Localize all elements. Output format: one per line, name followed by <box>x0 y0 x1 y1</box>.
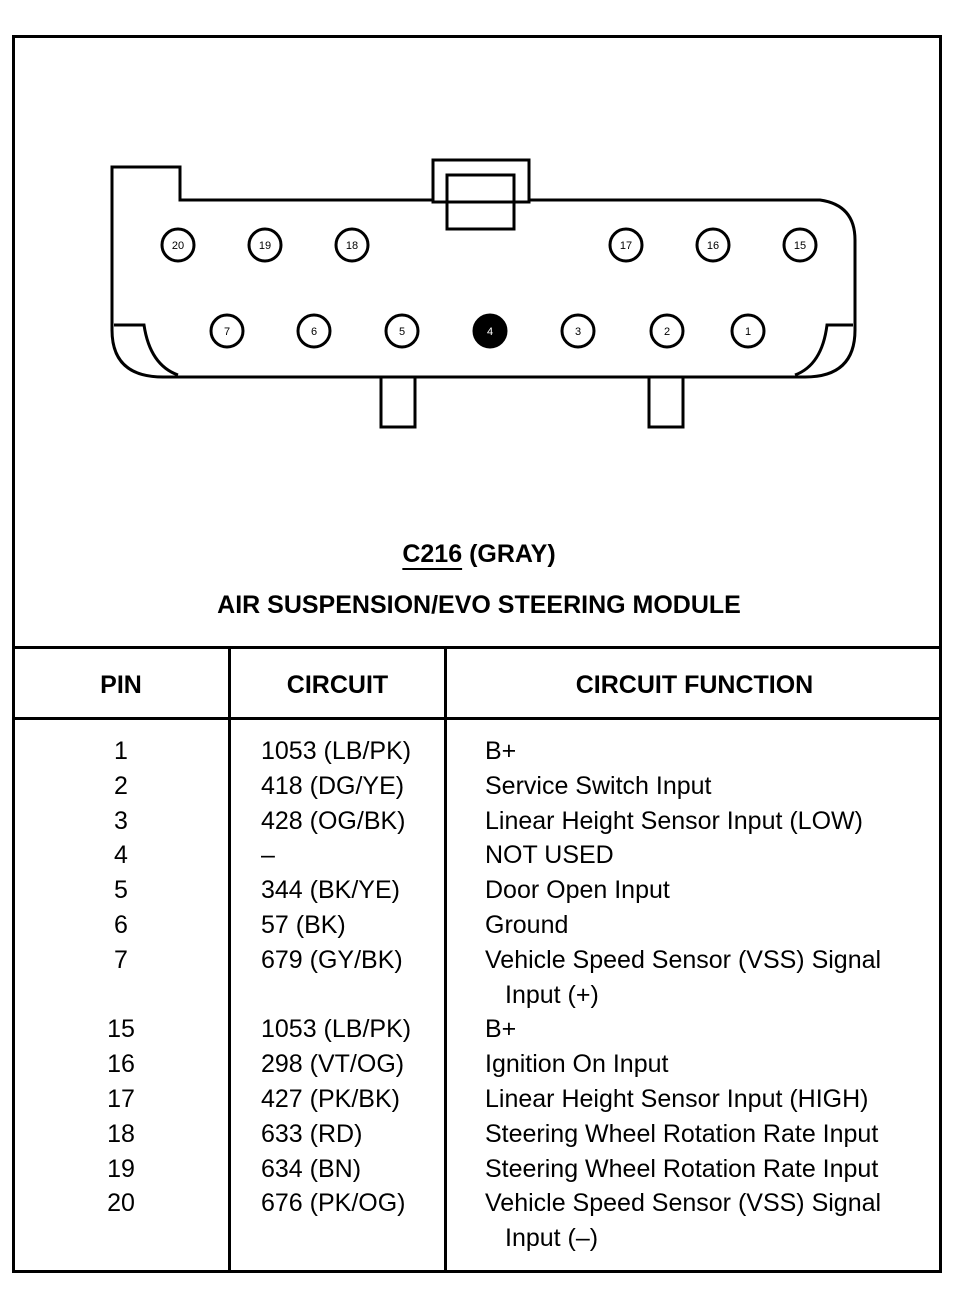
row-circuit: 418 (DG/YE) <box>261 771 405 800</box>
row-function: Ground <box>485 911 569 939</box>
connector-right-notch <box>794 323 853 377</box>
pin-label-3: 3 <box>575 326 581 338</box>
row-function: NOT USED <box>485 841 614 870</box>
row-function: Vehicle Speed Sensor (VSS) Signal <box>485 1189 882 1218</box>
pin-19 <box>247 227 283 263</box>
header-pin: PIN <box>100 671 142 699</box>
table-divider-1 <box>228 646 231 1273</box>
row-pin: 17 <box>107 1085 135 1113</box>
header-circuit: CIRCUIT <box>286 671 389 699</box>
row-circuit: 427 (PK/BK) <box>261 1085 400 1113</box>
pin-16 <box>695 227 731 263</box>
row-function: Input (+) <box>505 980 599 1009</box>
row-pin: 5 <box>114 876 128 905</box>
row-circuit: 57 (BK) <box>261 911 346 939</box>
pin-label-1: 1 <box>745 326 751 338</box>
row-circuit: 1053 (LB/PK) <box>261 737 412 765</box>
pin-label-5: 5 <box>399 326 405 338</box>
row-circuit: – <box>261 841 275 870</box>
row-pin: 19 <box>107 1154 135 1183</box>
top-pin-row: 20 19 18 17 16 15 <box>160 227 818 263</box>
diagram-frame <box>12 35 942 1273</box>
row-function: Linear Height Sensor Input (LOW) <box>485 806 863 835</box>
pin-6 <box>296 313 332 349</box>
pin-table: PIN CIRCUIT CIRCUIT FUNCTION 1 1053 (LB/P… <box>12 646 942 1273</box>
pin-label-7: 7 <box>224 326 230 338</box>
row-pin: 20 <box>107 1189 135 1218</box>
pin-17 <box>608 227 644 263</box>
row-function: Input (–) <box>505 1224 599 1253</box>
table-top-rule <box>12 646 942 649</box>
table-header-rule <box>12 717 942 720</box>
row-pin: 6 <box>114 911 128 939</box>
pin-3 <box>560 313 596 349</box>
pin-label-4: 4 <box>487 326 493 338</box>
connector-key-left <box>379 375 417 429</box>
row-function: Ignition On Input <box>485 1050 669 1079</box>
pin-7 <box>209 313 245 349</box>
row-function: Steering Wheel Rotation Rate Input <box>485 1119 879 1148</box>
row-function: B+ <box>485 1015 517 1044</box>
row-pin: 18 <box>107 1119 135 1148</box>
row-function: Service Switch Input <box>485 771 712 800</box>
header-circuit-function: CIRCUIT FUNCTION <box>575 671 814 699</box>
pin-label-18: 18 <box>346 240 358 252</box>
pin-label-15: 15 <box>794 240 806 252</box>
row-circuit: 676 (PK/OG) <box>261 1189 406 1218</box>
pin-label-19: 19 <box>259 240 271 252</box>
row-pin: 7 <box>114 945 128 974</box>
module-name: AIR SUSPENSION/EVO STEERING MODULE <box>217 591 741 619</box>
connector-body <box>110 165 857 379</box>
row-circuit: 633 (RD) <box>261 1119 363 1148</box>
row-pin: 15 <box>107 1015 135 1044</box>
row-circuit: 1053 (LB/PK) <box>261 1015 412 1044</box>
pin-5 <box>384 313 420 349</box>
pin-label-16: 16 <box>707 240 719 252</box>
row-pin: 2 <box>114 771 128 800</box>
pin-label-6: 6 <box>311 326 317 338</box>
row-circuit: 634 (BN) <box>261 1154 362 1183</box>
connector-key-right <box>647 375 685 429</box>
row-function: Steering Wheel Rotation Rate Input <box>485 1154 879 1183</box>
connector-face-diagram: 20 19 18 17 16 15 7 6 5 4 3 2 1 <box>110 158 857 429</box>
connector-id: C216 <box>402 540 463 568</box>
row-pin: 16 <box>107 1050 135 1079</box>
pin-15 <box>782 227 818 263</box>
row-function: Vehicle Speed Sensor (VSS) Signal <box>485 945 882 974</box>
row-function: Door Open Input <box>485 876 670 905</box>
row-pin: 4 <box>114 841 128 870</box>
row-circuit: 298 (VT/OG) <box>261 1050 405 1079</box>
connector-lock-tab-inner <box>445 173 516 231</box>
pin-label-20: 20 <box>172 240 184 252</box>
row-function: Linear Height Sensor Input (HIGH) <box>485 1085 869 1113</box>
connector-left-notch <box>114 323 179 377</box>
pin-4 <box>472 313 508 349</box>
table-divider-2 <box>444 646 447 1273</box>
row-circuit: 344 (BK/YE) <box>261 876 400 905</box>
connector-color: (GRAY) <box>469 540 556 568</box>
row-circuit: 679 (GY/BK) <box>261 945 403 974</box>
row-pin: 3 <box>114 806 128 835</box>
row-pin: 1 <box>114 737 128 765</box>
pin-label-2: 2 <box>664 326 670 338</box>
pin-label-17: 17 <box>620 240 632 252</box>
row-circuit: 428 (OG/BK) <box>261 806 406 835</box>
bottom-pin-row: 7 6 5 4 3 2 1 <box>209 313 766 349</box>
pin-2 <box>649 313 685 349</box>
row-function: B+ <box>485 737 517 765</box>
pin-20 <box>160 227 196 263</box>
pin-18 <box>334 227 370 263</box>
pin-1 <box>730 313 766 349</box>
connector-id-caption: C216 (GRAY) <box>0 540 958 569</box>
